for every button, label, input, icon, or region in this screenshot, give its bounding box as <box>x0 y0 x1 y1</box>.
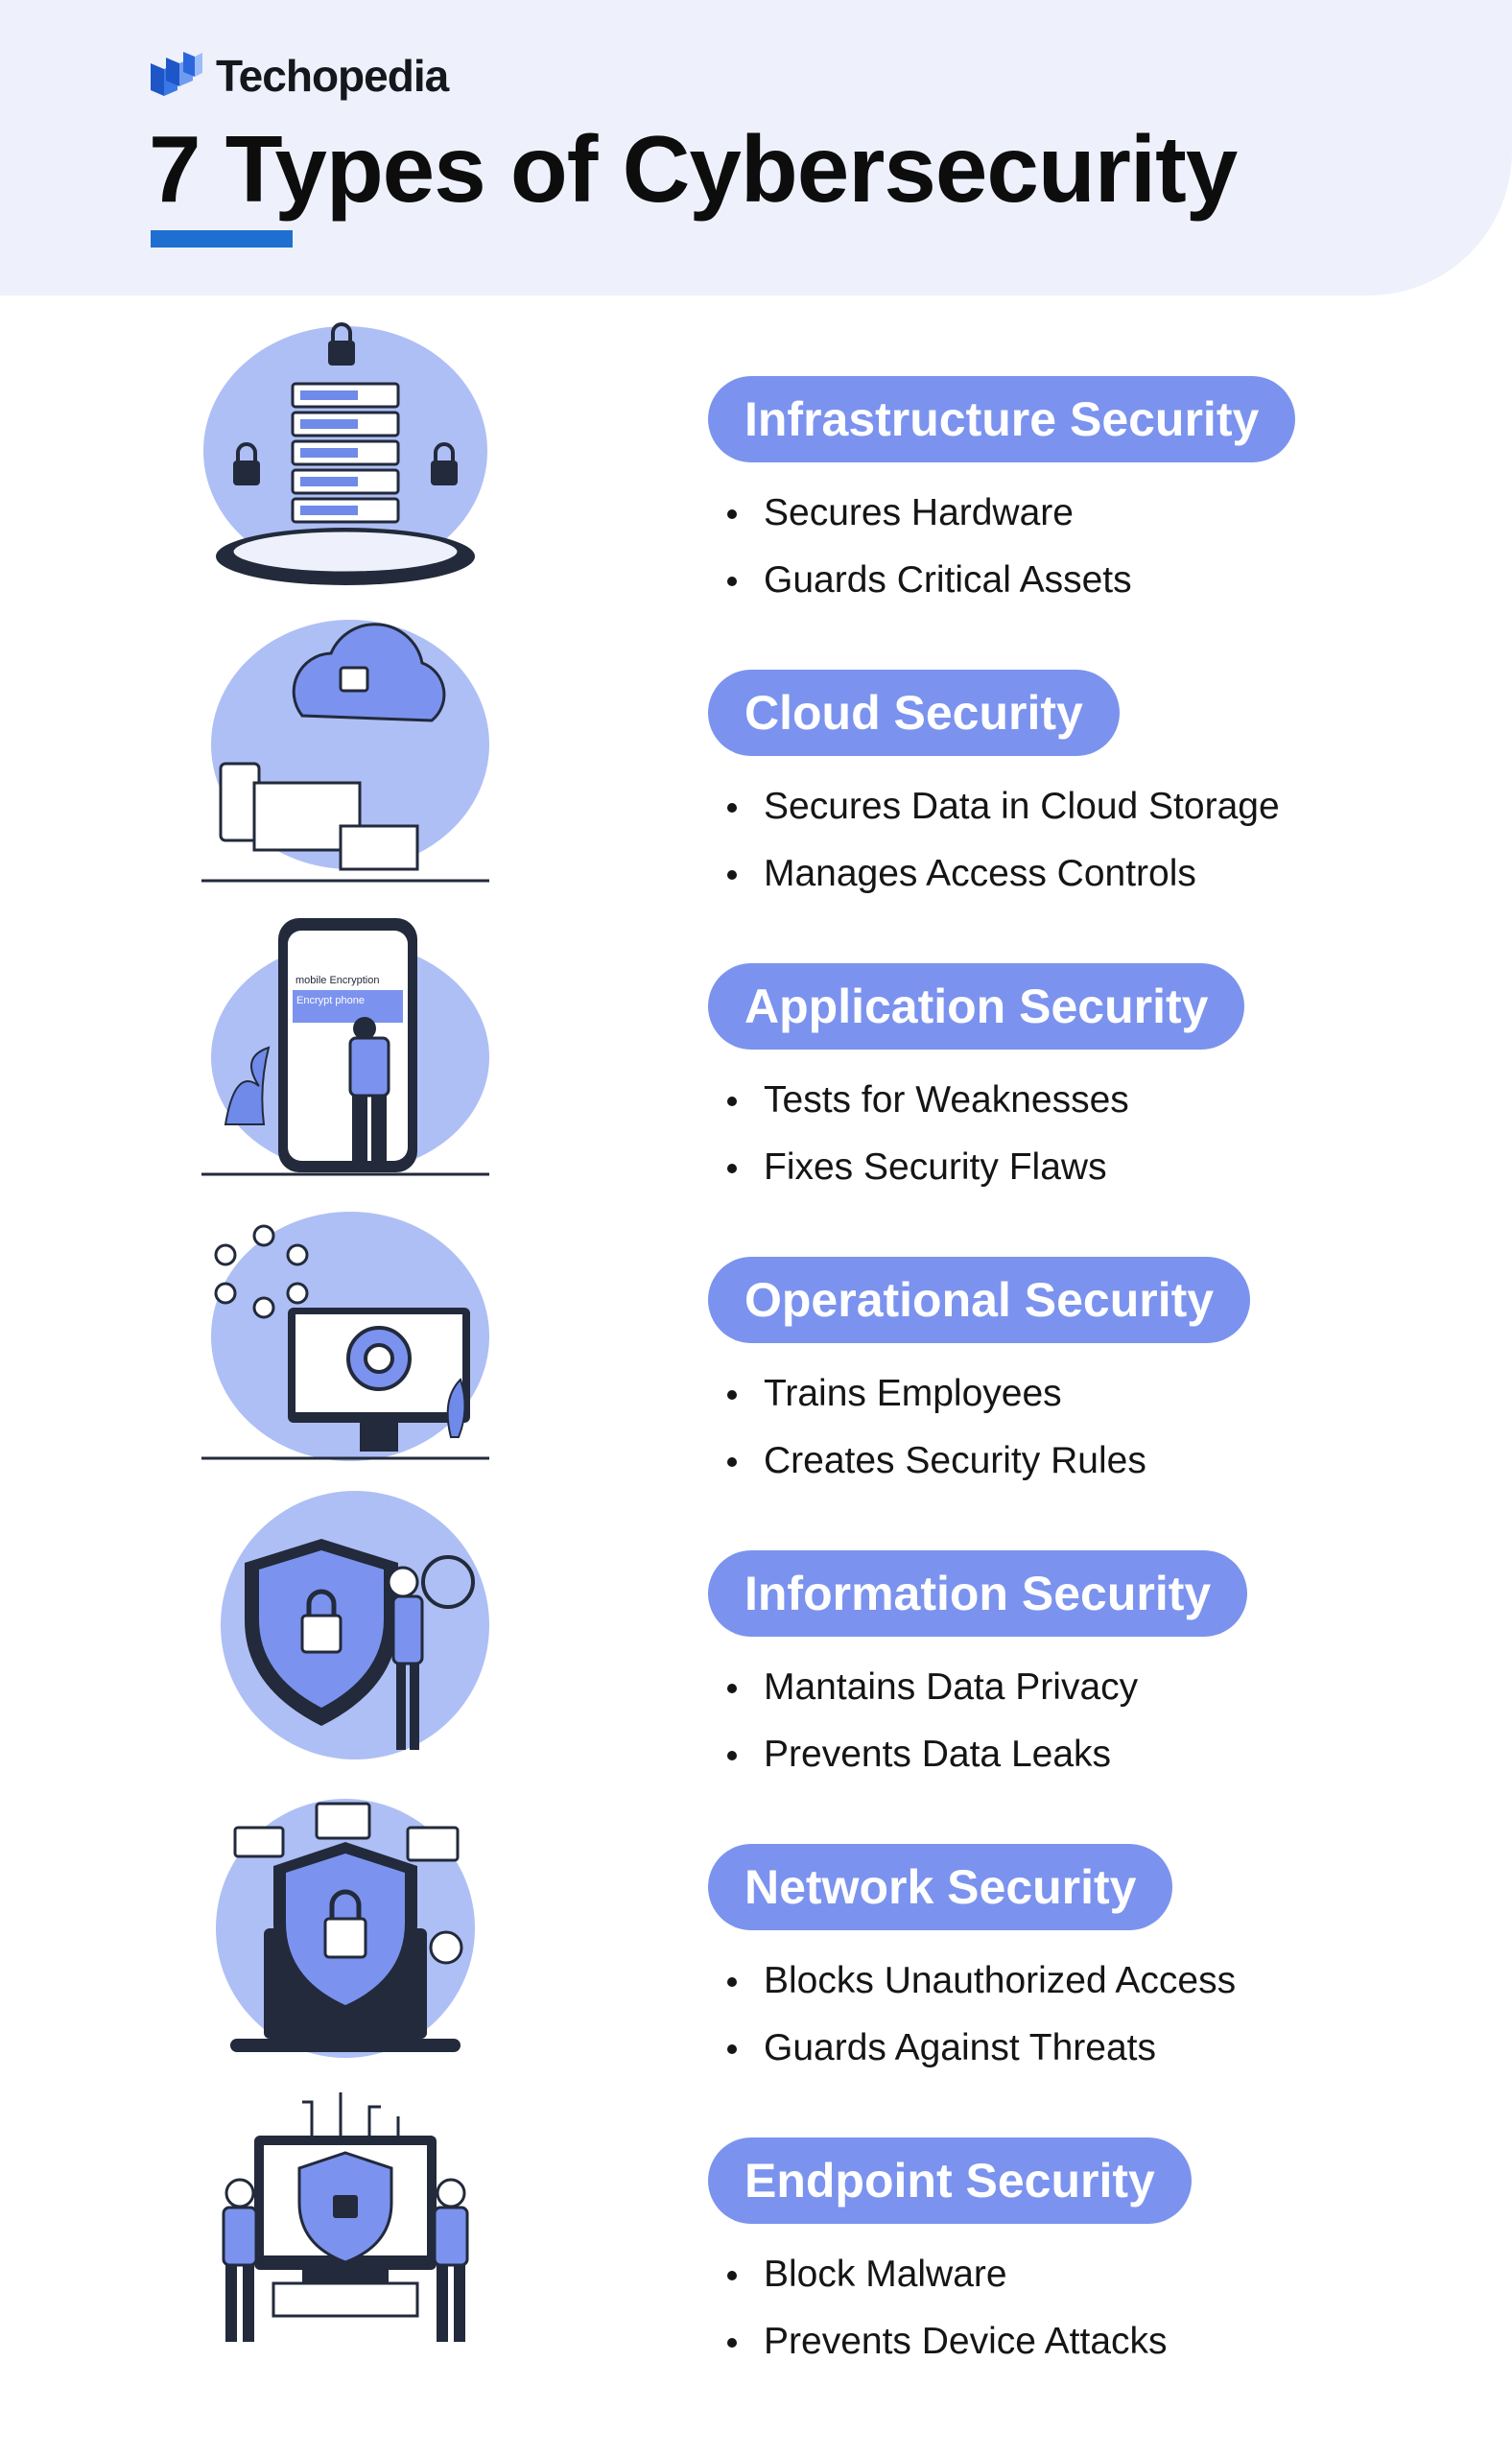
smartphone-encryption-icon: mobile Encryption Encrypt phone <box>197 904 494 1192</box>
phone-text-button: Encrypt phone <box>296 995 365 1006</box>
section-network-security: Network Security Blocks Unauthorized Acc… <box>0 1784 1512 2072</box>
bullet-item: Secures Data in Cloud Storage <box>727 773 1280 840</box>
bullet-item: Mantains Data Privacy <box>727 1654 1138 1721</box>
cloud-lock-icon <box>197 610 494 898</box>
bullet-list: Block Malware Prevents Device Attacks <box>727 2241 1168 2375</box>
bullet-item: Fixes Security Flaws <box>727 1134 1129 1201</box>
bullet-list: Trains Employees Creates Security Rules <box>727 1360 1146 1495</box>
bullet-item: Manages Access Controls <box>727 840 1280 908</box>
section-title-pill: Infrastructure Security <box>708 376 1296 462</box>
bullet-list: Mantains Data Privacy Prevents Data Leak… <box>727 1654 1138 1788</box>
section-title-pill: Endpoint Security <box>708 2137 1192 2224</box>
bullet-item: Creates Security Rules <box>727 1428 1146 1495</box>
title-underline <box>151 230 293 248</box>
brand-name: Techopedia <box>216 51 449 101</box>
section-title-pill: Information Security <box>708 1550 1248 1637</box>
header-banner: Techopedia 7 Types of Cybersecurity <box>0 0 1512 295</box>
section-title-pill: Cloud Security <box>708 670 1120 756</box>
bullet-item: Trains Employees <box>727 1360 1146 1428</box>
bullet-item: Block Malware <box>727 2241 1168 2308</box>
bullet-item: Secures Hardware <box>727 480 1132 547</box>
monitor-target-icon <box>197 1197 494 1485</box>
section-title-pill: Application Security <box>708 963 1245 1050</box>
section-title-pill: Operational Security <box>708 1257 1251 1343</box>
section-endpoint-security: Endpoint Security Block Malware Prevents… <box>0 2078 1512 2366</box>
bullet-item: Blocks Unauthorized Access <box>727 1948 1236 2015</box>
brand[interactable]: Techopedia <box>149 46 449 106</box>
section-application-security: mobile Encryption Encrypt phone Applicat… <box>0 904 1512 1192</box>
bullet-item: Guards Against Threats <box>727 2015 1236 2082</box>
bullet-item: Tests for Weaknesses <box>727 1067 1129 1134</box>
section-infrastructure-security: Infrastructure Security Secures Hardware… <box>0 317 1512 604</box>
bullet-list: Blocks Unauthorized Access Guards Agains… <box>727 1948 1236 2082</box>
section-title-pill: Network Security <box>708 1844 1173 1930</box>
page-title: 7 Types of Cybersecurity <box>149 116 1238 222</box>
monitor-guards-icon <box>197 2078 494 2366</box>
server-rack-lock-icon <box>197 317 494 604</box>
bullet-list: Secures Data in Cloud Storage Manages Ac… <box>727 773 1280 908</box>
phone-text-title: mobile Encryption <box>295 975 379 986</box>
bullet-list: Secures Hardware Guards Critical Assets <box>727 480 1132 614</box>
section-information-security: Information Security Mantains Data Priva… <box>0 1491 1512 1779</box>
shield-lock-person-icon <box>197 1491 494 1779</box>
techopedia-logo-icon <box>151 52 202 96</box>
section-cloud-security: Cloud Security Secures Data in Cloud Sto… <box>0 610 1512 898</box>
section-operational-security: Operational Security Trains Employees Cr… <box>0 1197 1512 1485</box>
bullet-item: Prevents Device Attacks <box>727 2308 1168 2375</box>
bullet-item: Guards Critical Assets <box>727 547 1132 614</box>
laptop-shield-network-icon <box>197 1784 494 2072</box>
bullet-list: Tests for Weaknesses Fixes Security Flaw… <box>727 1067 1129 1201</box>
bullet-item: Prevents Data Leaks <box>727 1721 1138 1788</box>
